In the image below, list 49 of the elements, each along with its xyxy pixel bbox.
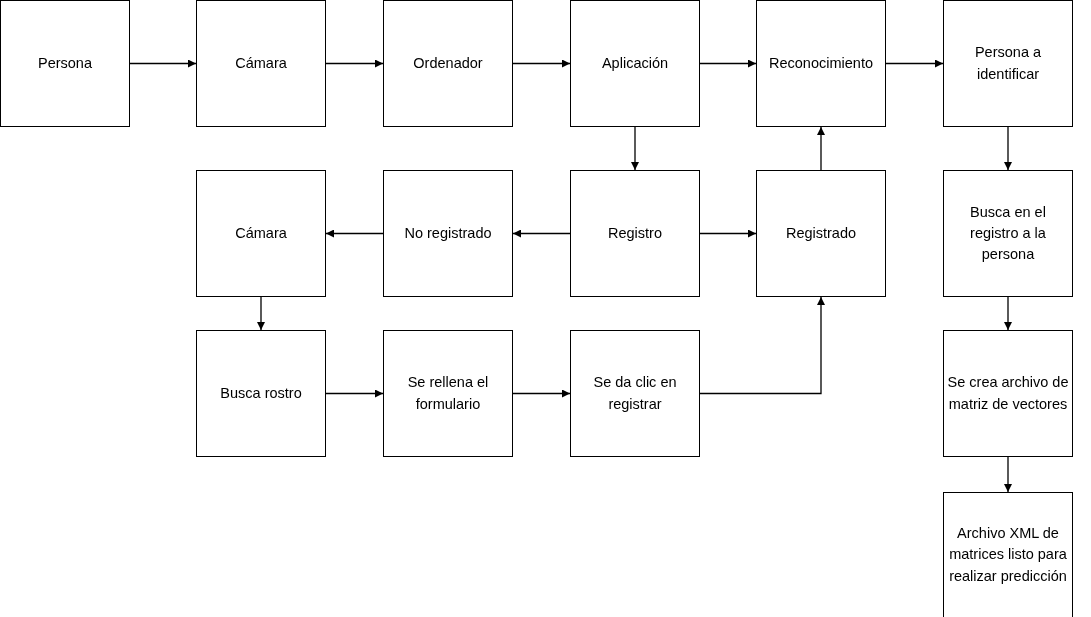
process-box (383, 170, 513, 297)
box-label: Archivo XML de matrices listo para realizar predicción (948, 524, 1068, 586)
arrow (1004, 456, 1012, 493)
box-label: Ordenador (412, 54, 484, 73)
process-box (756, 0, 886, 127)
process-box (570, 0, 700, 127)
process-box (196, 170, 326, 297)
process-box (0, 0, 130, 127)
box-label: Persona (37, 54, 93, 73)
box-label: Cámara (234, 224, 288, 243)
box-label: Se da clic en registrar (592, 373, 678, 414)
box-label: Registrado (784, 224, 858, 243)
box-label: Aplicación (600, 54, 670, 73)
arrow (699, 59, 757, 68)
process-box (196, 330, 326, 457)
arrow (817, 126, 825, 171)
box-label: Reconocimiento (768, 54, 874, 73)
box-label: Cámara (234, 54, 288, 73)
box-label: Busca rostro (219, 384, 303, 403)
arrow (1004, 126, 1012, 171)
process-box (570, 330, 700, 457)
arrow (1004, 296, 1012, 331)
process-box (383, 330, 513, 457)
arrow (325, 229, 384, 238)
process-box (196, 0, 326, 127)
arrow (512, 59, 571, 68)
box-label: Se crea archivo de matriz de vectores (946, 373, 1070, 414)
arrow (699, 296, 825, 395)
arrow (631, 126, 639, 171)
arrow (325, 59, 384, 68)
box-label: Persona a identificar (973, 43, 1043, 84)
arrow (129, 59, 197, 68)
process-box (943, 170, 1073, 297)
process-box (383, 0, 513, 127)
arrow (257, 296, 265, 331)
box-label: Registro (607, 224, 663, 243)
process-box (943, 492, 1073, 617)
process-box (943, 330, 1073, 457)
arrow (325, 389, 384, 398)
arrow (512, 229, 571, 238)
process-box (756, 170, 886, 297)
process-box (943, 0, 1073, 127)
arrow (512, 389, 571, 398)
box-label: Se rellena el formulario (406, 373, 490, 414)
process-box (570, 170, 700, 297)
arrow (699, 229, 757, 238)
box-label: No registrado (403, 224, 493, 243)
arrow (885, 59, 944, 68)
box-label: Busca en el registro a la persona (969, 202, 1047, 264)
